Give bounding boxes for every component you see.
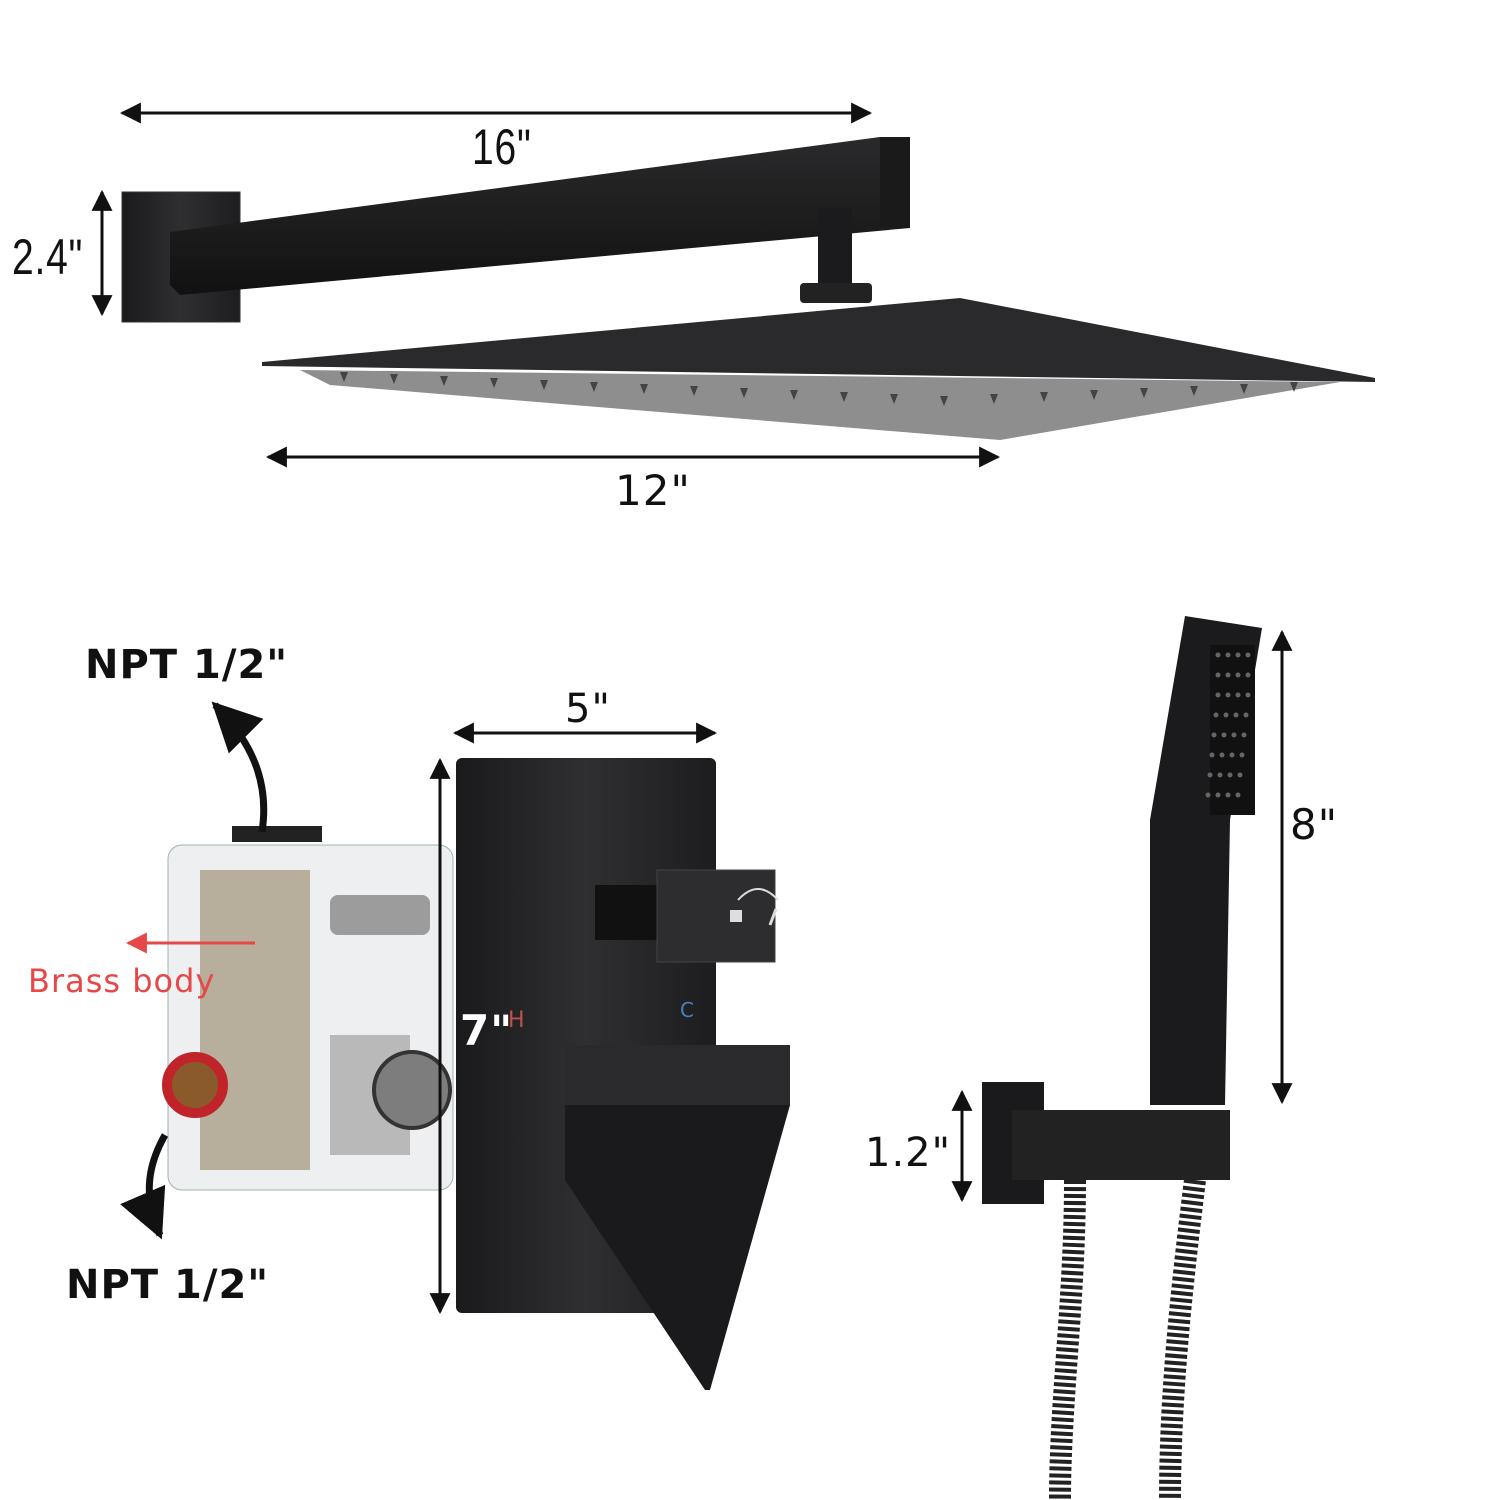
rough-in-valve xyxy=(162,826,454,1191)
arm-length-label: 16" xyxy=(472,119,532,175)
shower-arm xyxy=(121,137,910,323)
bottom-inlet-label: NPT 1/2" xyxy=(66,1262,270,1308)
trim-width-label: 5" xyxy=(565,686,611,732)
cold-mark: C xyxy=(680,998,695,1022)
hot-mark: H xyxy=(508,1008,526,1033)
hand-shower-icon xyxy=(768,908,778,926)
rain-shower-head xyxy=(262,298,1375,440)
trim-height-label: 7" xyxy=(460,1006,514,1055)
brass-body-callout: Brass body xyxy=(28,962,216,1000)
top-inlet-label: NPT 1/2" xyxy=(85,642,289,688)
flange-height-label: 2.4" xyxy=(12,229,84,285)
rain-head-icon xyxy=(730,910,742,922)
head-width-label: 12" xyxy=(615,466,691,515)
diverter-arrow-icon xyxy=(737,888,779,901)
hand-shower xyxy=(982,616,1262,1500)
top-inlet-arrow xyxy=(211,701,268,833)
valve-trim-plate xyxy=(456,758,790,1390)
holder-height-label: 1.2" xyxy=(865,1130,952,1176)
bottom-inlet-arrow xyxy=(120,1133,169,1240)
hand-shower-height-label: 8" xyxy=(1290,800,1339,849)
